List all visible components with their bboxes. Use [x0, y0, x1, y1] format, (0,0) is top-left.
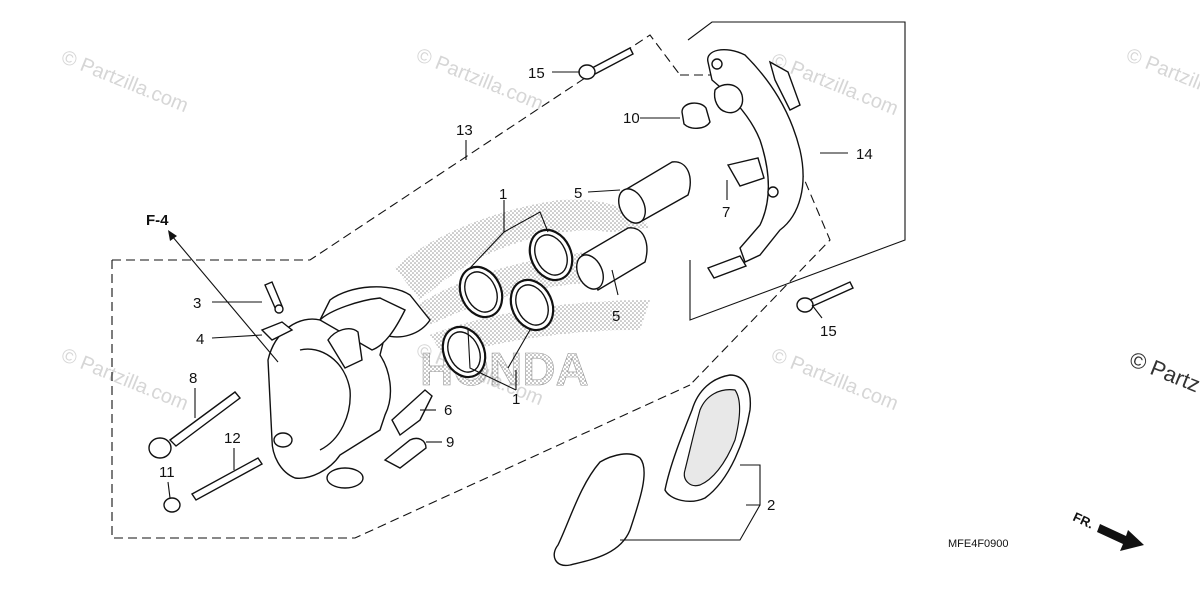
- callout-7: 7: [722, 204, 730, 221]
- watermark-text: © Partzilla.com: [768, 344, 901, 415]
- pad-retainer-6: [391, 389, 433, 437]
- callout-6: 6: [444, 402, 452, 419]
- brake-pads: [553, 374, 752, 567]
- boot-11: [163, 497, 181, 513]
- callout-13: 13: [456, 122, 473, 139]
- pad-spring-7: [726, 157, 765, 187]
- caliper-bracket: [706, 48, 804, 279]
- front-direction-arrow: FR.: [1071, 509, 1144, 551]
- callout-labels: 1 1 2 3 4 5 5 6 7 8 9 10 11 12 13 14 15 …: [159, 65, 873, 514]
- bolt-15-bottom: [796, 281, 854, 313]
- callout-4: 4: [196, 331, 204, 348]
- pin-9: [383, 437, 427, 469]
- callout-5: 5: [574, 185, 582, 202]
- callout-8: 8: [189, 370, 197, 387]
- callout-15: 15: [820, 323, 837, 340]
- callout-5: 5: [612, 308, 620, 325]
- bleed-cap-10: [681, 102, 711, 129]
- callout-1: 1: [499, 186, 507, 203]
- front-label: FR.: [1071, 509, 1096, 531]
- callout-15: 15: [528, 65, 545, 82]
- callout-3: 3: [193, 295, 201, 312]
- watermark-corner-text: © Partz: [1126, 346, 1200, 397]
- watermark-text: © Partzilla.com: [413, 44, 546, 115]
- bolt-15-top: [578, 47, 634, 80]
- watermark-text: © Partzilla.com: [1123, 44, 1200, 115]
- callout-9: 9: [446, 434, 454, 451]
- reference-label: F-4: [146, 212, 169, 229]
- assembly-14-outline: [687, 21, 906, 321]
- watermark-text: © Partzilla.com: [58, 344, 191, 415]
- callout-14: 14: [856, 146, 873, 163]
- callout-10: 10: [623, 110, 640, 127]
- piston-seals: [441, 228, 574, 379]
- leader-lines: [167, 71, 848, 541]
- arrow-right-icon: [1097, 524, 1144, 551]
- pin-12: [190, 457, 264, 501]
- callout-12: 12: [224, 430, 241, 447]
- reference-arrow: F-4: [146, 212, 177, 241]
- bleeder-cap-4: [260, 321, 294, 341]
- bleeder-valve-3: [264, 281, 284, 314]
- caliper-body: [267, 286, 431, 489]
- diagram-code: MFE4F0900: [948, 538, 1009, 550]
- callout-1: 1: [512, 391, 520, 408]
- pin-bolt-8: [148, 391, 242, 459]
- pistons: [576, 161, 691, 292]
- watermark-text: © Partzilla.com: [58, 46, 191, 117]
- callout-2: 2: [767, 497, 775, 514]
- callout-11: 11: [159, 464, 175, 481]
